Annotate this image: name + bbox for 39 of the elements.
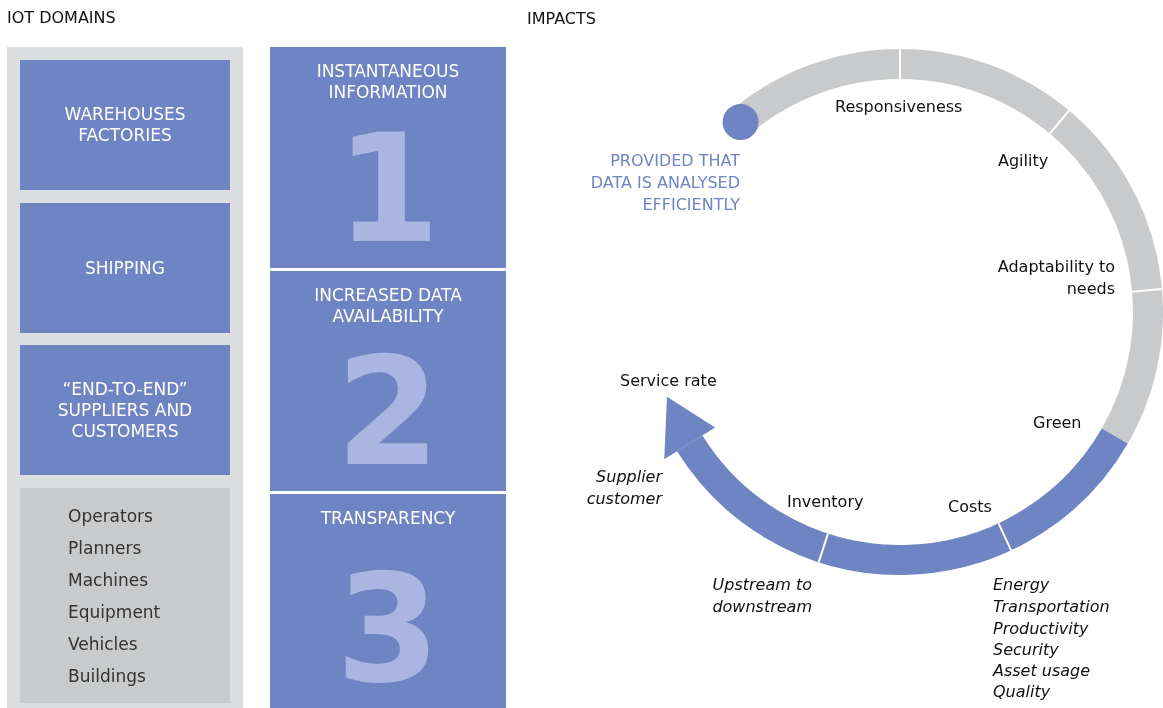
section-heading: IMPACTS bbox=[527, 8, 596, 30]
impact-note: Supplier customer bbox=[585, 466, 662, 510]
impact-label: Inventory bbox=[787, 491, 864, 513]
impact-label: Service rate bbox=[620, 370, 717, 392]
list-item: Equipment bbox=[68, 600, 161, 624]
big-number: 2 bbox=[334, 337, 442, 487]
impact-note: Asset usage bbox=[993, 660, 1091, 682]
impact-note: Security bbox=[993, 639, 1059, 661]
impact-label: Costs bbox=[948, 496, 992, 518]
impact-note: Energy bbox=[993, 574, 1050, 596]
impact-note: Quality bbox=[993, 681, 1051, 703]
box-title: TRANSPARENCY bbox=[319, 508, 457, 529]
impact-label: Green bbox=[1033, 412, 1082, 434]
box-title: WAREHOUSES FACTORIES bbox=[63, 104, 187, 146]
impact-note: Upstream to downstream bbox=[711, 574, 812, 618]
big-number: 3 bbox=[334, 554, 442, 704]
impact-label: Adaptability to needs bbox=[996, 256, 1115, 300]
impact-label: Agility bbox=[998, 150, 1049, 172]
impact-note: Productivity bbox=[993, 618, 1089, 640]
impact-note: Transportation bbox=[993, 596, 1110, 618]
impact-label: Responsiveness bbox=[835, 96, 963, 118]
section-heading: IOT DOMAINS bbox=[7, 8, 116, 27]
box-title: INSTANTANEOUS INFORMATION bbox=[315, 61, 461, 103]
list-item: Planners bbox=[68, 536, 142, 560]
box-title: INCREASED DATA AVAILABILITY bbox=[313, 285, 463, 327]
list-item: Operators bbox=[68, 504, 153, 528]
box-title: “END-TO-END” SUPPLIERS AND CUSTOMERS bbox=[56, 378, 194, 442]
category-box bbox=[20, 345, 230, 475]
category-box bbox=[270, 271, 506, 491]
box-title: SHIPPING bbox=[85, 257, 165, 279]
big-number: 1 bbox=[334, 114, 442, 264]
category-box bbox=[20, 203, 230, 333]
list-item: Vehicles bbox=[68, 632, 138, 656]
category-box bbox=[20, 60, 230, 190]
list-item: Buildings bbox=[68, 664, 146, 688]
category-box bbox=[270, 494, 506, 708]
note-text: PROVIDED THAT DATA IS ANALYSED EFFICIENTLY bbox=[589, 150, 740, 216]
list-item: Machines bbox=[68, 568, 149, 592]
category-box bbox=[270, 47, 506, 268]
